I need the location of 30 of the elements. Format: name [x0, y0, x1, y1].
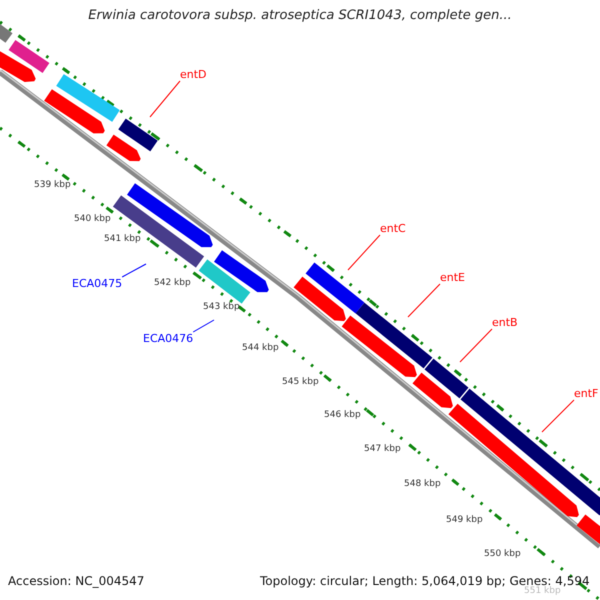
leader-line — [122, 264, 146, 278]
info-text: Accession: NC_004547 — [8, 574, 144, 588]
leader-line — [542, 400, 574, 432]
gene-label: entB — [492, 316, 518, 329]
scale-label: 543 kbp — [203, 302, 240, 312]
gene-label: entD — [180, 68, 207, 81]
chart-title: Erwinia carotovora subsp. atroseptica SCRI1043, complete gen... — [87, 8, 513, 23]
gene-label: entC — [380, 222, 406, 235]
scale-label: 547 kbp — [364, 444, 401, 454]
gene-label: ECA0475 — [72, 277, 122, 290]
scale-label: 539 kbp — [34, 180, 71, 190]
scale-label: 545 kbp — [282, 377, 319, 387]
scale-label: 550 kbp — [484, 549, 521, 559]
leader-line — [192, 320, 214, 332]
scale-label: 541 kbp — [104, 234, 141, 244]
scale-label: 540 kbp — [74, 214, 111, 224]
info-text: Topology: circular; Length: 5,064,019 bp; Genes: 4,594 — [260, 574, 590, 588]
gene-label: entE — [440, 271, 466, 284]
scale-label: 551 kbp — [524, 586, 561, 596]
leader-line — [408, 284, 440, 318]
leader-line — [348, 234, 380, 270]
scale-label: 544 kbp — [242, 343, 279, 353]
scale-label: 546 kbp — [324, 410, 361, 420]
gene-label: entF — [574, 387, 598, 400]
scale-label: 542 kbp — [154, 278, 191, 288]
leader-line — [460, 328, 492, 362]
scale-label: 549 kbp — [446, 515, 483, 525]
leader-line — [150, 80, 180, 118]
scale-label: 548 kbp — [404, 479, 441, 489]
gene-label: ECA0476 — [143, 332, 194, 345]
